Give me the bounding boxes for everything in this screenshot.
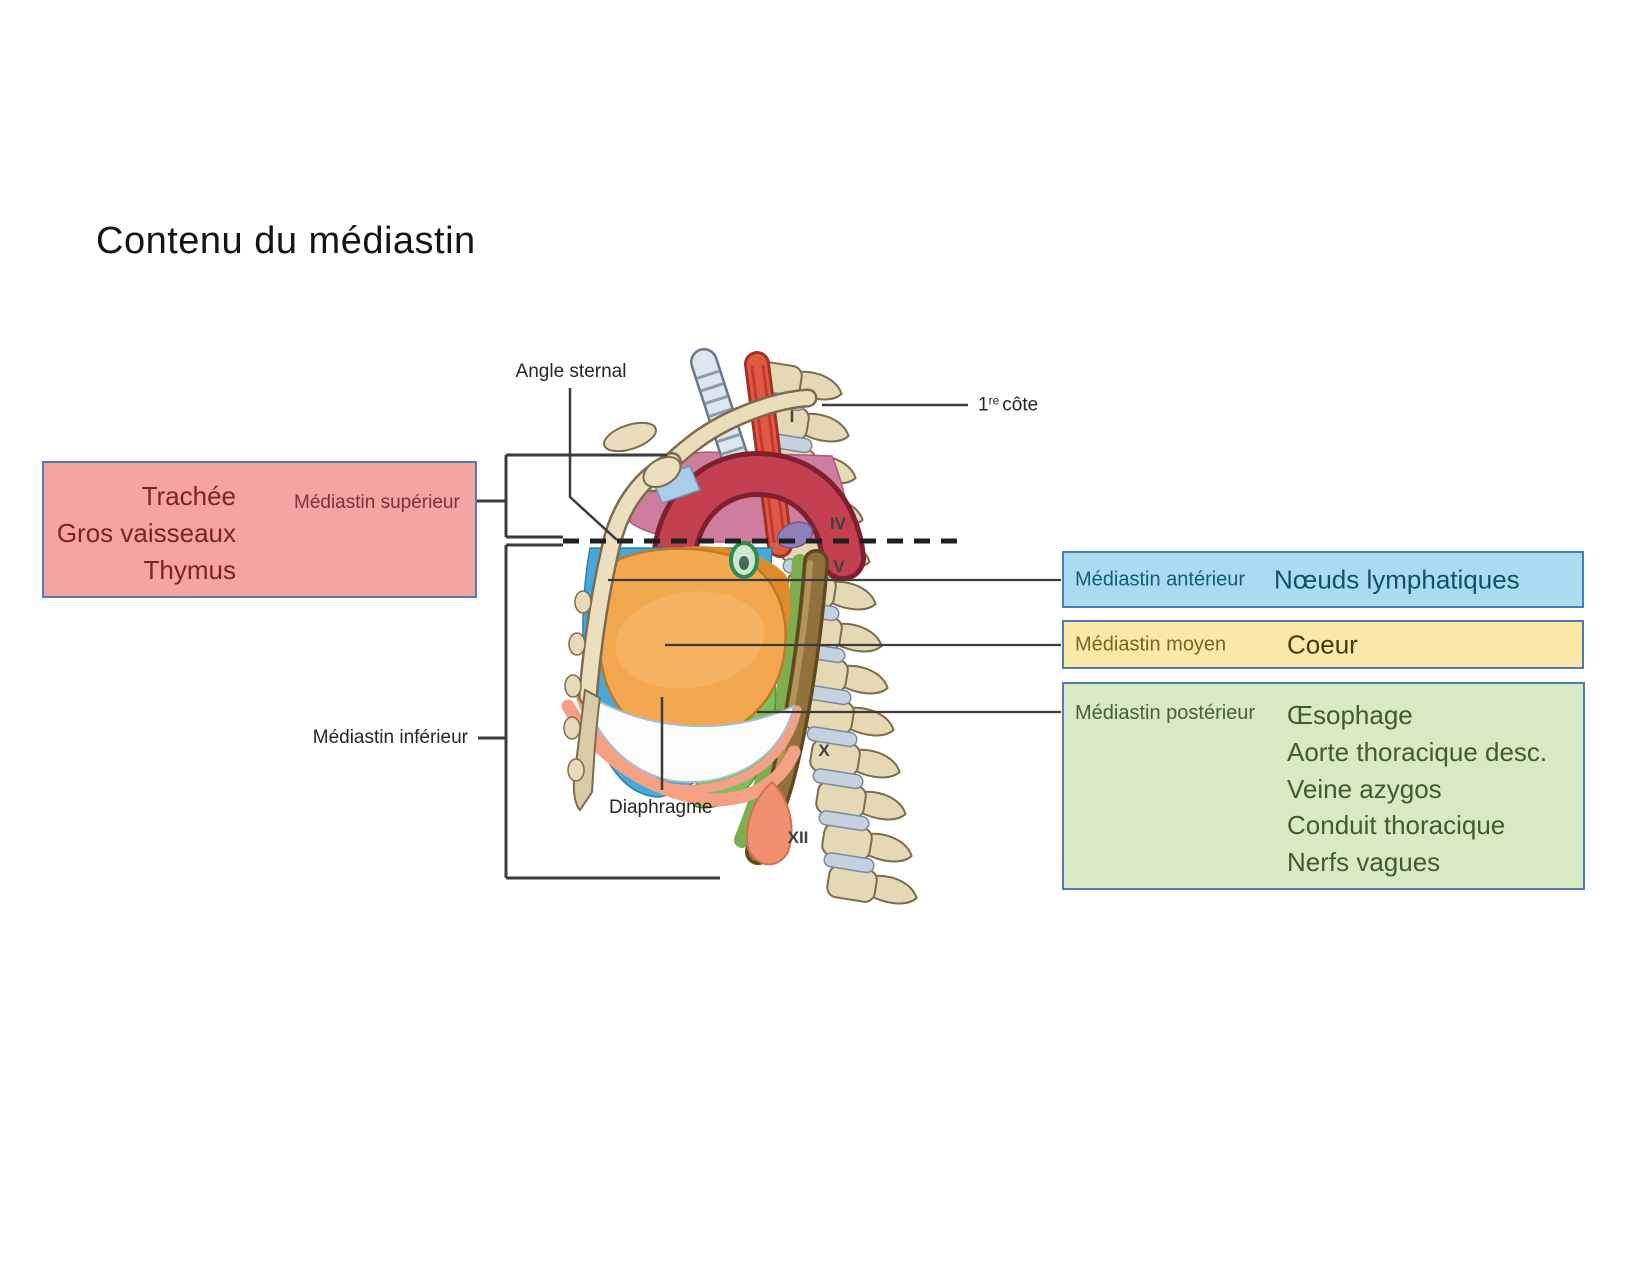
vertebra-numeral-5: V [833,557,845,576]
first-rib-sup: re [988,393,1000,408]
mediastin-superieur-label: Médiastin supérieur [294,492,460,513]
vertebra-numeral-10: X [818,741,830,760]
page-title: Contenu du médiastin [96,220,476,262]
superior-mediastinum-box: Trachée Gros vaisseaux Thymus Médiastin … [42,461,477,598]
diaphragme-label: Diaphragme [609,797,713,818]
mediastin-moyen-label: Médiastin moyen [1075,633,1227,655]
superior-content-list: Trachée Gros vaisseaux Thymus [44,478,236,589]
list-item: Conduit thoracique [1287,810,1506,841]
clavicle-bone [603,421,657,453]
first-rib-number: 1 [978,394,989,416]
inferior-bracket [478,543,720,880]
vertebra-numeral-12: XII [787,828,809,847]
anterior-content: Nœuds lymphatiques [1274,564,1520,594]
list-item: Trachée [141,481,236,511]
superior-bracket [477,453,667,539]
diaphragm-shape [561,689,802,866]
annotation-lines [477,388,1061,880]
angle-sternal-line [568,388,618,541]
list-item: Nerfs vagues [1287,847,1441,878]
first-rib-text: côte [1002,394,1039,416]
posterior-content-list: Œsophage Aorte thoracique desc. Veine az… [1287,697,1547,881]
mediastin-inferieur-label: Médiastin inférieur [312,727,468,748]
anterior-mediastinum-box: Médiastin antérieur Nœuds lymphatiques [1062,551,1584,608]
middle-mediastinum-box: Médiastin moyen Coeur [1062,620,1584,669]
sternum-shape [563,452,702,812]
list-item: Gros vaisseaux [56,518,236,548]
aortic-arch-shape [651,450,866,585]
vertebra-numeral-4: IV [829,514,847,533]
mediastin-posterieur-label: Médiastin postérieur [1075,702,1256,724]
green-ring [729,541,759,579]
vertebra-numeral-1: I [789,407,795,426]
list-item: Thymus [143,555,236,585]
mediastin-anterieur-label: Médiastin antérieur [1075,568,1246,590]
list-item: Aorte thoracique desc. [1287,736,1548,767]
list-item: Œsophage [1287,700,1413,730]
posterior-mediastinum-box: Médiastin postérieur Œsophage Aorte thor… [1062,682,1585,890]
angle-sternal-label: Angle sternal [515,361,627,382]
list-item: Veine azygos [1287,773,1442,804]
middle-content: Coeur [1287,629,1358,659]
